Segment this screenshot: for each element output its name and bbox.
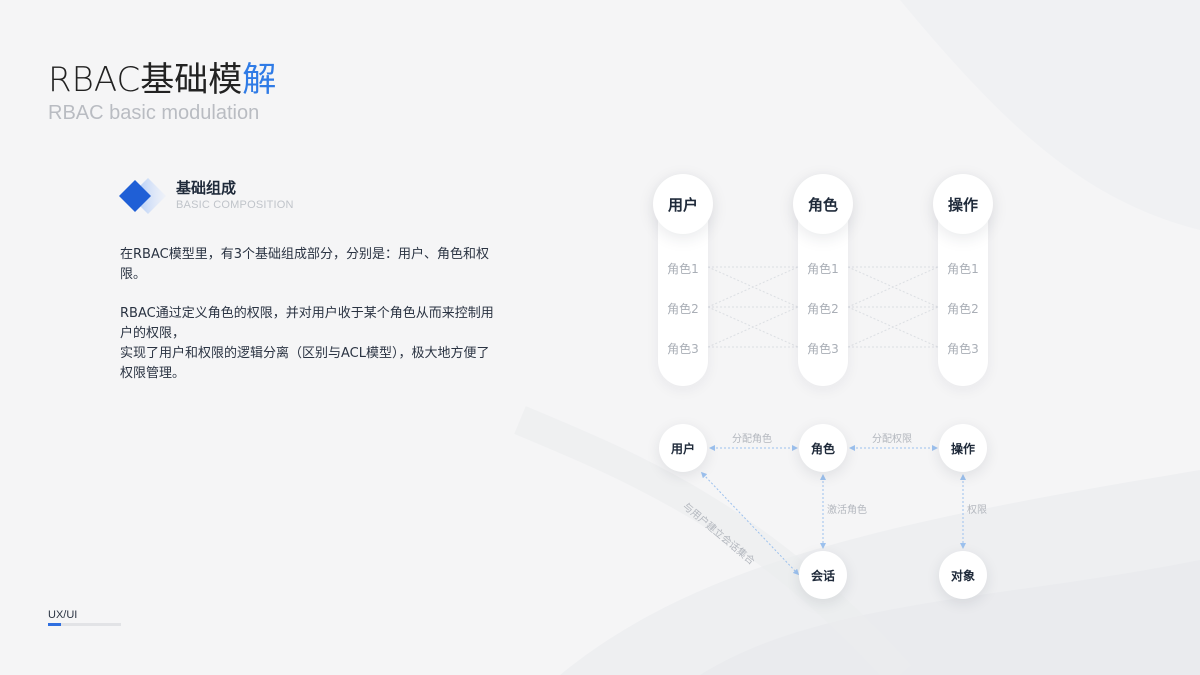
edge-label-activate-role: 激活角色	[827, 505, 867, 516]
footer-progress-bar	[48, 623, 121, 626]
role-label: 角色3	[667, 342, 699, 356]
page-title-accent: 解	[242, 60, 277, 100]
operation-node: 操作	[939, 424, 987, 472]
user-node: 用户	[659, 424, 707, 472]
role-label: 角色2	[667, 302, 699, 316]
page-title: RBAC基础模解	[48, 52, 276, 101]
section-subtitle: BASIC COMPOSITION	[176, 199, 294, 211]
page-title-main: RBAC基础模	[48, 60, 243, 100]
paragraph-intro: 在RBAC模型里，有3个基础组成部分，分别是：用户、角色和权限。	[120, 247, 489, 282]
role-label: 角色3	[947, 342, 979, 356]
role-node: 角色	[799, 424, 847, 472]
operation-column-header: 操作	[933, 174, 993, 234]
role-label: 角色3	[807, 342, 839, 356]
role-label: 角色2	[947, 302, 979, 316]
edge-label-assign-permission: 分配权限	[872, 434, 912, 445]
section-title: 基础组成	[176, 179, 237, 197]
diamond-layers-icon	[119, 178, 166, 214]
role-label: 角色1	[667, 262, 699, 276]
object-node: 对象	[939, 551, 987, 599]
paragraph-benefit: 实现了用户和权限的逻辑分离（区别与ACL模型），极大地方便了权限管理。	[120, 346, 490, 381]
role-column-header: 角色	[793, 174, 853, 234]
edge-label-assign-role: 分配角色	[732, 434, 772, 445]
page-subtitle: RBAC basic modulation	[48, 102, 260, 124]
paragraph-definition: RBAC通过定义角色的权限，并对用户收于某个角色从而来控制用户的权限，	[120, 306, 494, 341]
role-label: 角色2	[807, 302, 839, 316]
role-label: 角色1	[947, 262, 979, 276]
edge-label-permission: 权限	[967, 505, 987, 516]
user-column-header: 用户	[653, 174, 713, 234]
role-label: 角色1	[807, 262, 839, 276]
footer-progress-fill	[48, 623, 62, 626]
footer-label: UX/UI	[48, 609, 78, 621]
session-node: 会话	[799, 551, 847, 599]
